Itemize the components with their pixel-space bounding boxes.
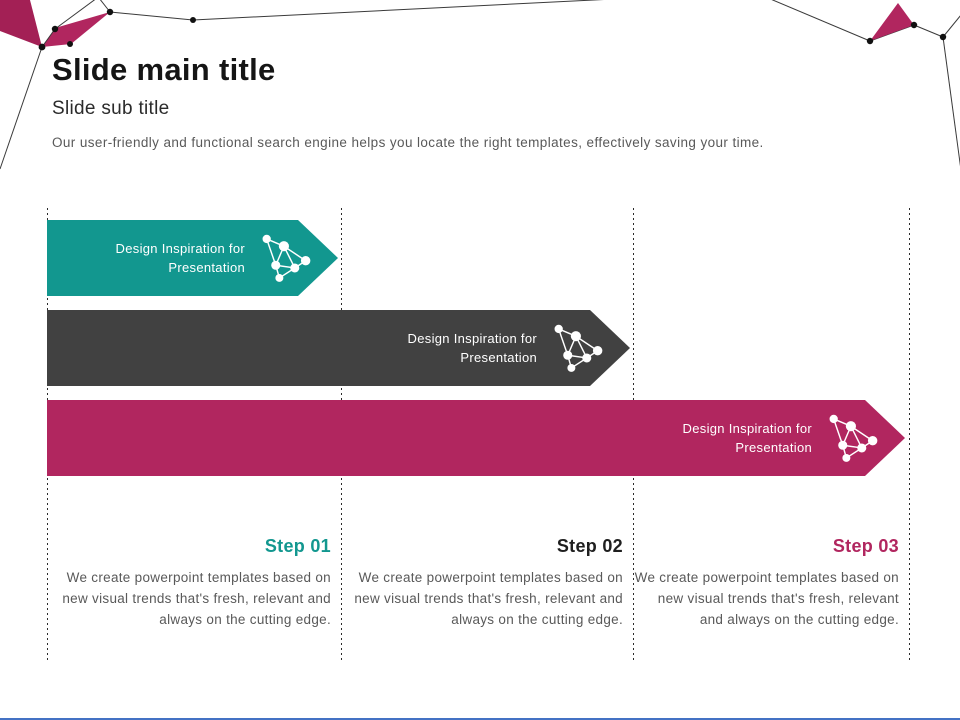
arrow-label-line1: Design Inspiration for <box>682 421 812 436</box>
step-title: Step 02 <box>556 536 623 556</box>
decor-polygon-kite <box>42 12 110 47</box>
arrow-label: Design Inspiration for Presentation <box>683 419 812 457</box>
decor-nodes <box>38 8 947 51</box>
arrow-label-line2: Presentation <box>460 350 537 365</box>
step-column-1: Step 01 We create powerpoint templates b… <box>47 536 331 630</box>
arrow-label-line2: Presentation <box>735 440 812 455</box>
page-title: Slide main title <box>52 52 276 87</box>
step-body: We create powerpoint templates based on … <box>354 570 623 627</box>
decor-left-cluster <box>0 0 110 47</box>
arrow-label-line1: Design Inspiration for <box>407 331 537 346</box>
network-molecule-icon <box>821 410 879 466</box>
arrow-label: Design Inspiration for Presentation <box>408 329 537 367</box>
decor-polygon-left <box>0 0 42 47</box>
arrow-label-line2: Presentation <box>168 260 245 275</box>
process-arrow-step-2: Design Inspiration for Presentation <box>47 310 630 386</box>
page-description: Our user-friendly and functional search … <box>52 135 764 150</box>
process-arrow-step-1: Design Inspiration for Presentation <box>47 220 338 296</box>
step-body: We create powerpoint templates based on … <box>634 570 899 627</box>
decor-lines <box>0 0 960 170</box>
step-body: We create powerpoint templates based on … <box>62 570 331 627</box>
dotted-guide-line-4 <box>909 208 910 663</box>
step-column-2: Step 02 We create powerpoint templates b… <box>341 536 623 630</box>
step-title: Step 03 <box>832 536 899 556</box>
step-title: Step 01 <box>264 536 331 556</box>
network-molecule-icon <box>254 230 312 286</box>
step-column-3: Step 03 We create powerpoint templates b… <box>633 536 899 630</box>
process-arrow-step-3: Design Inspiration for Presentation <box>47 400 905 476</box>
decor-polygon-right-triangle <box>870 3 914 41</box>
bottom-accent-line <box>0 718 960 720</box>
page-subtitle: Slide sub title <box>52 98 170 119</box>
network-molecule-icon <box>546 320 604 376</box>
arrow-label: Design Inspiration for Presentation <box>116 239 245 277</box>
arrow-label-line1: Design Inspiration for <box>115 241 245 256</box>
